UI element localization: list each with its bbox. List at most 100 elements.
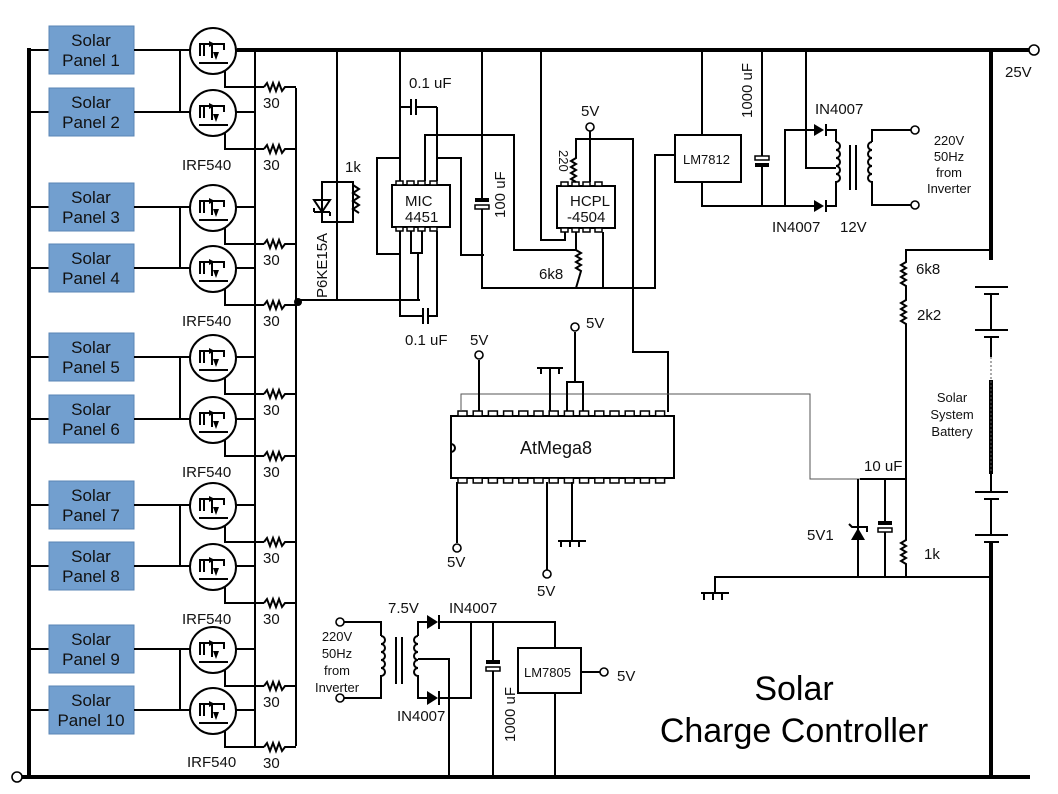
mosfet-icon — [189, 396, 237, 444]
gate-resistor-label: 30 — [263, 694, 280, 711]
r-220-label: 220 — [556, 150, 571, 172]
cap-1000uf-top-label: 1000 uF — [739, 63, 756, 118]
panel-label: Solar — [71, 630, 111, 649]
mcu-5v-c-label: 5V — [447, 554, 465, 571]
mic4451-chip — [391, 184, 451, 228]
mosfet-icon — [189, 27, 237, 75]
gate-resistor-icon — [263, 80, 296, 94]
svg-text:from: from — [936, 165, 962, 180]
panel-number: Panel 4 — [62, 269, 120, 288]
gate-resistor-icon — [263, 237, 296, 251]
cap-1000uf-bottom-label: 1000 uF — [502, 687, 519, 742]
gate-resistor-icon — [263, 596, 296, 610]
5v-output-terminal — [599, 667, 609, 677]
zener-5v1-icon — [851, 528, 865, 540]
gate-resistor-label: 30 — [263, 402, 280, 419]
mosfet-icon — [189, 687, 237, 735]
gate-resistor-label: 30 — [263, 611, 280, 628]
gate-resistor-label: 30 — [263, 313, 280, 330]
diode-b-top-label: IN4007 — [449, 600, 497, 617]
ac-in-top-label: 220V 50Hz from Inverter — [927, 133, 972, 196]
mosfet-label: IRF540 — [187, 754, 236, 771]
tvs-diode-icon — [312, 199, 332, 214]
diode-b-bottom-label: IN4007 — [397, 708, 445, 725]
mcu-section: AtMega8 5V 5V 5V 5V — [447, 315, 860, 600]
gate-resistor-label: 30 — [263, 157, 280, 174]
terminal-ground — [11, 771, 23, 783]
zener-label: 5V1 — [807, 527, 834, 544]
gate-resistor-icon — [263, 142, 296, 156]
atmega8-chip — [450, 415, 675, 479]
panel-number: Panel 1 — [62, 51, 120, 70]
opto-label-2: -4504 — [567, 209, 605, 226]
panel-number: Panel 5 — [62, 358, 120, 377]
mosfet-label: IRF540 — [182, 611, 231, 628]
opto-5v-label: 5V — [581, 103, 599, 120]
xfmr-7v5-label: 7.5V — [388, 600, 419, 617]
panel-number: Panel 9 — [62, 650, 120, 669]
diode-b-bottom-icon — [427, 691, 438, 705]
driver-label-1: MIC — [405, 193, 433, 210]
gate-resistor-icon — [263, 535, 296, 549]
panel-label: Solar — [71, 93, 111, 112]
panel-label: Solar — [71, 338, 111, 357]
diode-b-top-icon — [427, 615, 438, 629]
solar-panel-3 — [48, 182, 135, 232]
solar-panel-4 — [48, 243, 135, 293]
panel-label: Solar — [71, 547, 111, 566]
panel-number: Panel 2 — [62, 113, 120, 132]
mosfet-label: IRF540 — [182, 464, 231, 481]
mosfet-label: IRF540 — [182, 157, 231, 174]
r-6k8-div-label: 6k8 — [916, 261, 940, 278]
cap-10uf-label: 10 uF — [864, 458, 902, 475]
r-1k-label: 1k — [345, 159, 361, 176]
mcu-5v-a-label: 5V — [470, 332, 488, 349]
mosfet-icon — [189, 334, 237, 382]
diode-bottom-label: IN4007 — [772, 219, 820, 236]
mosfet-icon — [189, 184, 237, 232]
mic-pins-top — [395, 180, 438, 232]
diode-top-label: IN4007 — [815, 101, 863, 118]
panel-number: Panel 6 — [62, 420, 120, 439]
mcu-label: AtMega8 — [520, 438, 592, 458]
gate-resistor-icon — [263, 298, 296, 312]
mcu-5v-b-label: 5V — [586, 315, 604, 332]
panel-label: Solar — [71, 31, 111, 50]
gate-resistor-icon — [263, 679, 296, 693]
rail-25v-label: 25V — [1005, 64, 1032, 81]
panel-label: Solar — [71, 400, 111, 419]
lm7812-label: LM7812 — [683, 152, 730, 167]
opto-label-1: HCPL — [570, 193, 610, 210]
panel-number: Panel 3 — [62, 208, 120, 227]
solar-panel-7 — [48, 480, 135, 530]
cap-bottom-label: 0.1 uF — [405, 332, 448, 349]
gate-resistor-label: 30 — [263, 755, 280, 772]
tvs-label: P6KE15A — [314, 233, 331, 298]
svg-text:Inverter: Inverter — [927, 181, 972, 196]
mosfet-label: IRF540 — [182, 313, 231, 330]
title-line2: Charge Controller — [660, 712, 928, 750]
panel-label: Solar — [71, 691, 111, 710]
panel-number: Panel 7 — [62, 506, 120, 525]
mosfet-icon — [189, 626, 237, 674]
5v-output-label: 5V — [617, 668, 635, 685]
battery-label: Solar System Battery — [930, 390, 973, 439]
power-rails — [11, 44, 1040, 783]
gate-resistor-icon — [263, 449, 296, 463]
r-1k-div-label: 1k — [924, 546, 940, 563]
svg-text:System: System — [930, 407, 973, 422]
r-6k8-opto-label: 6k8 — [539, 266, 563, 283]
panel-number: Panel 10 — [57, 711, 124, 730]
svg-text:Battery: Battery — [931, 424, 973, 439]
mosfet-icon — [189, 89, 237, 137]
xfmr-12v-label: 12V — [840, 219, 867, 236]
